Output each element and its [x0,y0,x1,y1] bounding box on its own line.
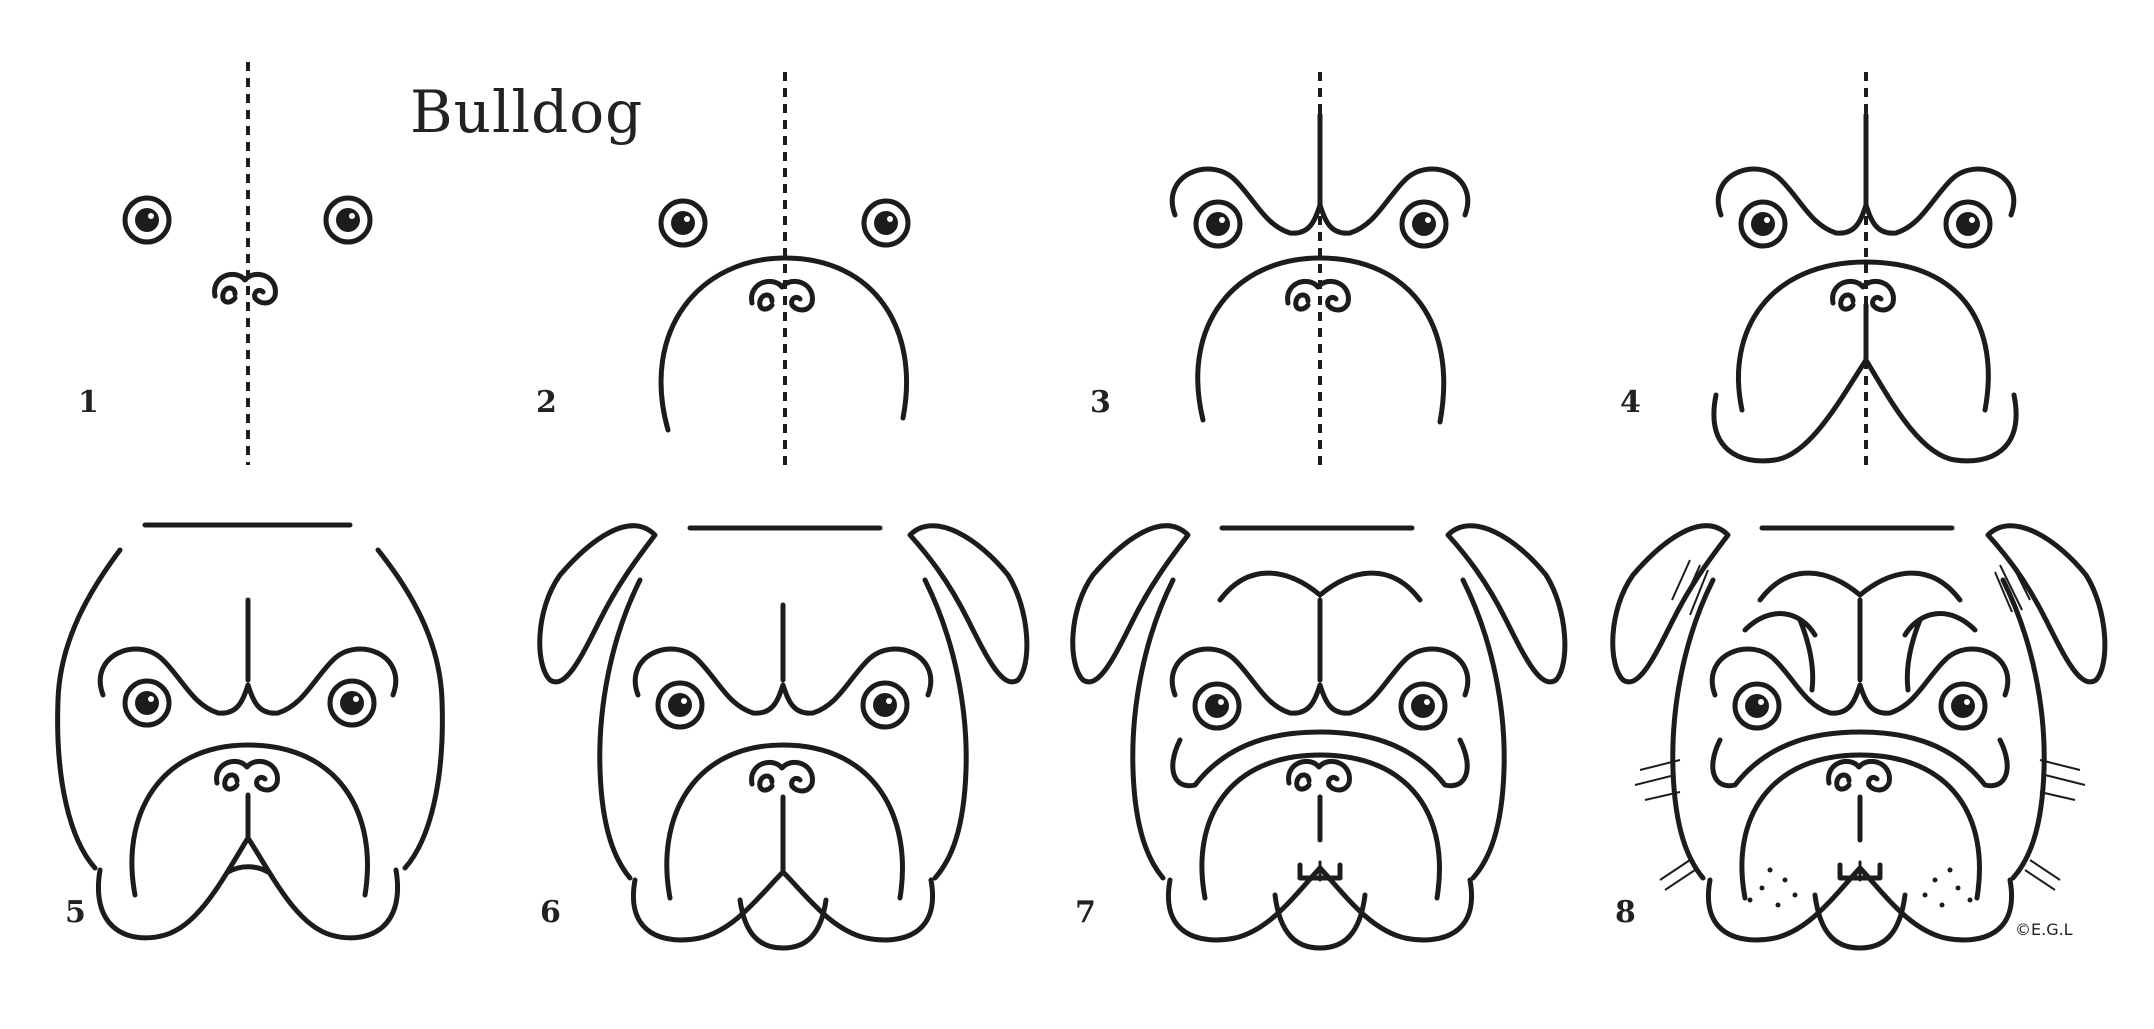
step-number-4: 4 [1620,385,1641,420]
copyright-mark: ©E.G.L [2015,920,2073,939]
step-number-7: 7 [1075,895,1096,930]
step-number-1: 1 [78,385,99,420]
step-number-6: 6 [540,895,561,930]
step-3-sketch [1172,72,1468,465]
step-number-3: 3 [1090,385,1111,420]
step-2-sketch [661,72,908,465]
step-number-5: 5 [65,895,86,930]
step-7-sketch [1070,523,1568,951]
step-4-sketch [1711,72,2019,465]
page-title: Bulldog [410,78,644,146]
step-number-8: 8 [1615,895,1636,930]
step-8-sketch [1610,523,2108,951]
step-number-2: 2 [536,385,557,420]
step-6-sketch [537,523,1030,951]
step-5-sketch [55,522,445,941]
step-1-sketch [125,62,370,465]
